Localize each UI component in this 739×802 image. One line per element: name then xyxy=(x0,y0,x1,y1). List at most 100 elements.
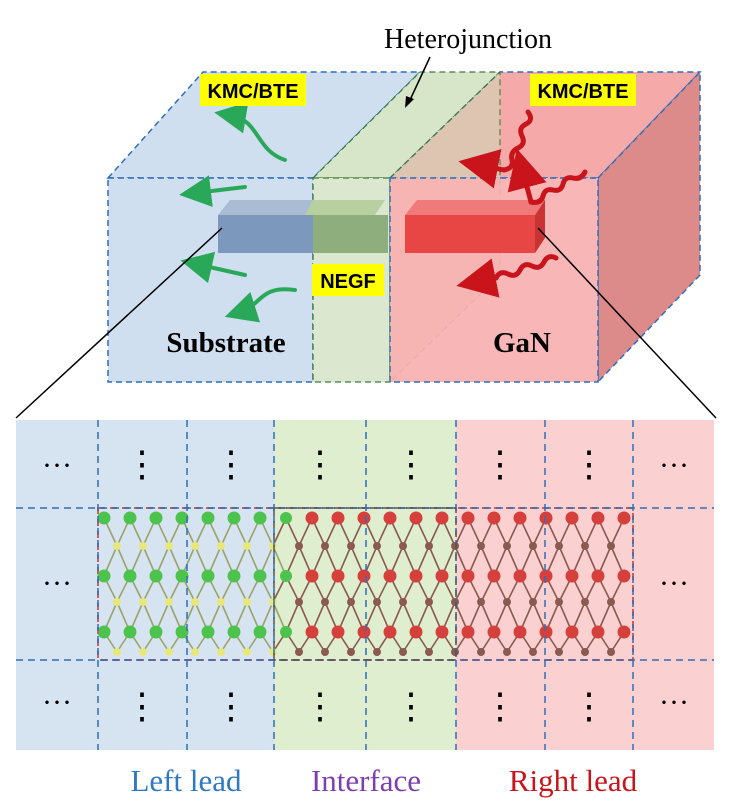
ellipsis-h: ··· xyxy=(659,449,689,482)
substrate-label: Substrate xyxy=(166,327,285,359)
lattice-atom xyxy=(305,511,319,525)
lattice-atom xyxy=(149,625,163,639)
lattice-atom xyxy=(425,542,433,550)
lattice-atom xyxy=(383,625,397,639)
lattice-atom xyxy=(123,625,137,639)
svg-text:NEGF: NEGF xyxy=(320,271,376,293)
ellipsis-v: ⋮ xyxy=(213,444,249,484)
lattice-atom xyxy=(269,598,277,606)
red-wave-arrows xyxy=(456,109,588,298)
lattice-atom xyxy=(373,648,381,656)
lattice-atom xyxy=(617,569,631,583)
lattice-atom xyxy=(227,569,241,583)
lattice-atom xyxy=(555,648,563,656)
lattice-atom xyxy=(227,625,241,639)
lattice-atom xyxy=(513,511,527,525)
lattice-atoms xyxy=(97,511,631,656)
green-arrows xyxy=(179,101,297,323)
device-bar xyxy=(218,200,545,253)
green-arrow-1 xyxy=(214,101,287,162)
lattice-atom xyxy=(331,625,345,639)
lattice-atom xyxy=(607,542,615,550)
lattice-atom xyxy=(503,598,511,606)
lattice-atom xyxy=(165,598,173,606)
ellipsis-v: ⋮ xyxy=(302,444,338,484)
lattice-atom xyxy=(383,511,397,525)
lattice-atom xyxy=(555,598,563,606)
ellipsis-h: ··· xyxy=(659,567,689,600)
ellipsis-h: ··· xyxy=(42,567,72,600)
green-arrow-2 xyxy=(179,175,247,207)
lattice-atom xyxy=(149,511,163,525)
lattice-atom xyxy=(461,569,475,583)
lattice-atom xyxy=(617,511,631,525)
ellipsis-h: ··· xyxy=(42,686,72,719)
lattice-atom xyxy=(399,598,407,606)
heterojunction-pointer-head xyxy=(405,96,414,108)
lattice-atom xyxy=(269,648,277,656)
ellipsis-h: ··· xyxy=(659,686,689,719)
lattice-atom xyxy=(565,569,579,583)
lattice-atom xyxy=(253,625,267,639)
lattice-atom xyxy=(581,648,589,656)
lattice-atom xyxy=(253,569,267,583)
lattice-atom xyxy=(503,648,511,656)
ellipsis-v: ⋮ xyxy=(302,686,338,726)
lattice-atom xyxy=(113,648,121,656)
ellipsis-v: ⋮ xyxy=(482,686,518,726)
ellipsis-v: ⋮ xyxy=(482,444,518,484)
lattice-atom xyxy=(347,542,355,550)
ellipsis-h: ··· xyxy=(42,449,72,482)
lattice-atom xyxy=(331,569,345,583)
lattice-atom xyxy=(529,648,537,656)
lattice-atom xyxy=(139,648,147,656)
lattice-atom xyxy=(321,598,329,606)
red-wave-3 xyxy=(456,254,559,298)
lattice-atom xyxy=(357,625,371,639)
lattice-atom xyxy=(409,511,423,525)
lattice-atom xyxy=(357,511,371,525)
ellipsis-v: ⋮ xyxy=(571,444,607,484)
lattice-atom xyxy=(165,542,173,550)
top-3d-block: KMC/BTE KMC/BTE NEGF Heterojunction Subs… xyxy=(106,24,702,384)
lattice-atom xyxy=(227,511,241,525)
lattice-atom xyxy=(409,625,423,639)
lattice-atom xyxy=(191,542,199,550)
lattice-atom xyxy=(617,625,631,639)
lattice-atom xyxy=(191,598,199,606)
lattice-atom xyxy=(565,625,579,639)
lattice-atom xyxy=(175,625,189,639)
lattice-atom xyxy=(201,511,215,525)
lattice-atom xyxy=(477,648,485,656)
svg-text:KMC/BTE: KMC/BTE xyxy=(207,81,298,103)
lattice-atom xyxy=(280,512,292,524)
lattice-atom xyxy=(253,511,267,525)
svg-text:KMC/BTE: KMC/BTE xyxy=(537,81,628,103)
lattice-atom xyxy=(539,625,553,639)
legend-interface: Interface xyxy=(311,763,421,798)
ellipsis-v: ⋮ xyxy=(124,444,160,484)
lattice-atom xyxy=(539,511,553,525)
lattice-atom xyxy=(539,569,553,583)
lattice-atom xyxy=(399,542,407,550)
lattice-atom xyxy=(487,625,501,639)
lattice-atom xyxy=(347,648,355,656)
ellipsis-v: ⋮ xyxy=(393,444,429,484)
legend-left-lead: Left lead xyxy=(130,763,242,798)
lattice-atom xyxy=(477,542,485,550)
gan-label: GaN xyxy=(493,327,551,359)
interface-box xyxy=(273,507,457,661)
lattice-atom xyxy=(477,598,485,606)
lattice-atom xyxy=(399,648,407,656)
lattice-atom xyxy=(321,648,329,656)
ellipsis-v: ⋮ xyxy=(213,686,249,726)
lattice-atom xyxy=(555,542,563,550)
lattice-atom xyxy=(435,511,449,525)
lattice-atom xyxy=(591,569,605,583)
lattice-atom xyxy=(191,648,199,656)
lattice-atom xyxy=(243,648,251,656)
lattice-atom xyxy=(295,598,303,606)
left-lead-region xyxy=(16,420,274,750)
lattice-atom xyxy=(591,511,605,525)
